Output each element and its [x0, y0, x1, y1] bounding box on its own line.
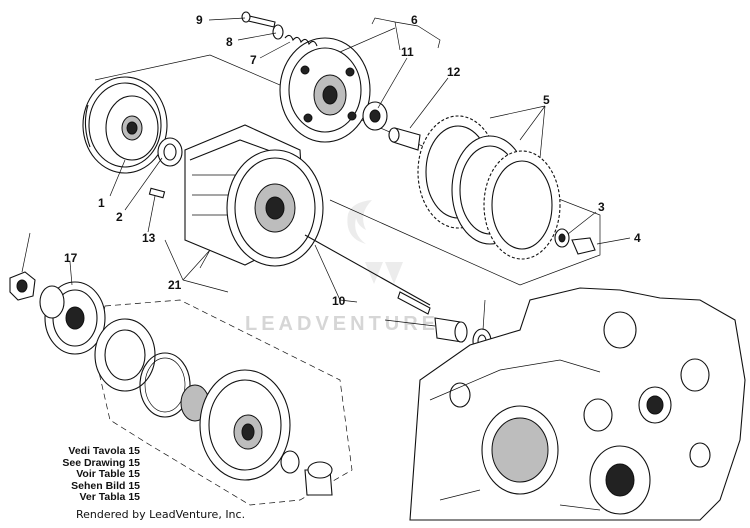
part-5-clutch-plates [417, 115, 561, 260]
reference-note: Vedi Tavola 15 See Drawing 15 Voir Table… [60, 445, 140, 504]
part-4-lock-washer [571, 237, 596, 255]
part-3-nut [554, 228, 570, 248]
starter-gear-assembly [94, 318, 333, 496]
part-11-bearing [362, 101, 388, 131]
watermark-logo [347, 200, 403, 284]
part-19-bushing [434, 317, 468, 343]
part-8-washer [272, 24, 284, 40]
part-18-clutch-housing [184, 124, 324, 267]
leader-lines [21, 17, 631, 331]
part-10-push-rod [304, 234, 431, 315]
callout-4: 4 [634, 231, 641, 245]
credit-text: Rendered by LeadVenture, Inc. [76, 508, 246, 521]
part-21-nut [9, 271, 36, 301]
callout-10: 10 [332, 294, 346, 308]
callout-8: 8 [226, 35, 233, 49]
callout-13: 13 [142, 231, 156, 245]
part-7-spring [284, 34, 318, 47]
part-12-pusher [388, 127, 421, 151]
crankcase [409, 287, 746, 521]
callout-9: 9 [196, 13, 203, 27]
reference-note-es: Ver Tabla 15 [79, 491, 140, 504]
part-9-bolt [241, 11, 276, 28]
part-13-pin [148, 187, 166, 199]
reference-note-it: Vedi Tavola 15 [68, 445, 140, 457]
reference-note-en: See Drawing 15 [62, 456, 140, 469]
reference-note-de: Sehen Bild 15 [71, 479, 140, 492]
watermark-text: LEADVENTURE [245, 313, 439, 335]
assembly-dashed-outline [94, 299, 353, 506]
callout-17: 17 [64, 251, 78, 265]
callout-3: 3 [598, 200, 605, 214]
callout-11: 11 [401, 45, 414, 59]
part-1-clutch-gear [82, 76, 168, 174]
callout-7: 7 [250, 53, 257, 67]
callout-5: 5 [543, 93, 550, 107]
part-2-circlip [157, 137, 183, 167]
callout-2: 2 [116, 210, 123, 224]
callout-1: 1 [98, 196, 105, 210]
part-6-pressure-plate [279, 37, 371, 143]
callout-6: 6 [411, 13, 418, 27]
reference-note-fr: Voir Table 15 [76, 468, 140, 481]
part-17-drive-gear [39, 281, 106, 355]
guide-outline [94, 54, 601, 286]
callout-18: 21 [168, 278, 182, 292]
callout-12: 12 [447, 65, 461, 79]
